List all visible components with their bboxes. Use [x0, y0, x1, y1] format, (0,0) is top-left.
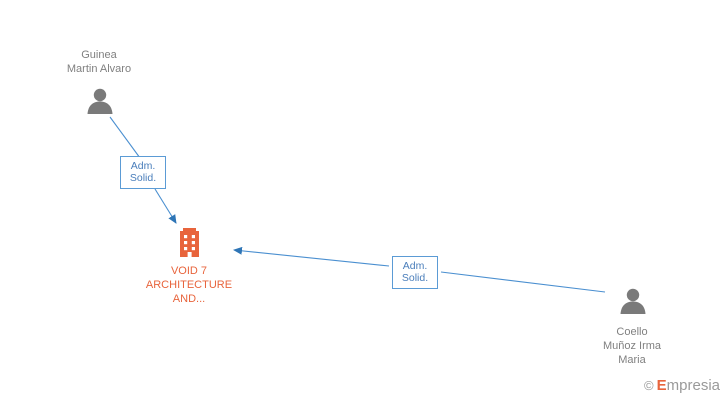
node-company-void7[interactable]: [176, 228, 203, 262]
edge-line-coello-left: [233, 246, 390, 267]
edge-label-coello-void7[interactable]: Adm. Solid.: [392, 256, 438, 289]
brand-name: Empresia: [657, 377, 720, 394]
brand-rest: mpresia: [666, 377, 720, 394]
node-person-coello[interactable]: [618, 288, 648, 314]
node-label-company-void7: VOID 7 ARCHITECTURE AND...: [145, 265, 233, 305]
edge-line-guinea-top: [109, 116, 141, 159]
node-label-person-coello: Coello Muñoz Irma Maria: [602, 326, 662, 366]
building-icon: [180, 228, 199, 257]
edge-line-coello-right: [440, 271, 606, 293]
edge-line-guinea-bottom: [154, 188, 177, 224]
node-person-guinea[interactable]: [85, 88, 115, 114]
edge-label-guinea-void7[interactable]: Adm. Solid.: [120, 156, 166, 189]
copyright-symbol: ©: [644, 378, 654, 393]
person-icon: [87, 88, 113, 114]
person-icon: [620, 288, 646, 314]
brand-initial: E: [656, 377, 667, 394]
watermark: © Empresia: [644, 377, 720, 394]
node-label-person-guinea: Guinea Martin Alvaro: [66, 49, 132, 75]
